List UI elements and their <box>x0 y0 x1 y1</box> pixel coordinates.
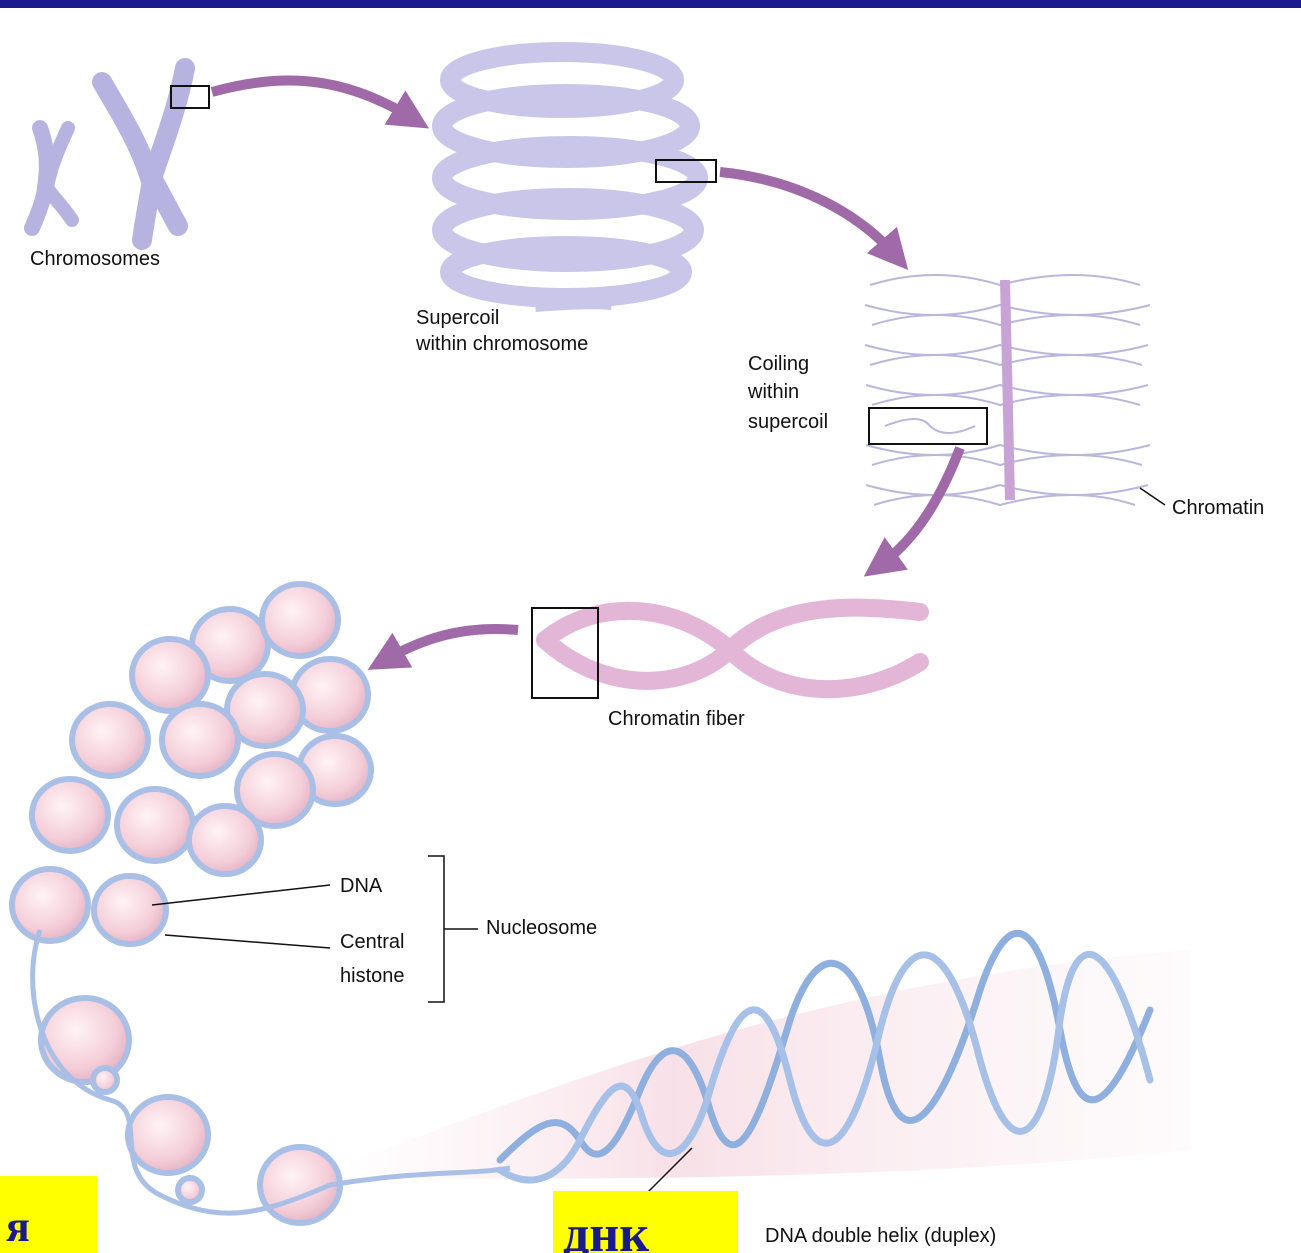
central-histone-label-line2: histone <box>340 964 405 988</box>
chromatin-label: Chromatin <box>1172 496 1264 520</box>
chromatin-fiber-illustration <box>545 608 920 690</box>
dna-label: DNA <box>340 874 382 898</box>
coiling-label-line1: Coiling <box>748 352 809 376</box>
arrow-chromosome-to-supercoil <box>212 80 412 118</box>
chromosomes-illustration <box>32 68 185 240</box>
nucleosome-callouts <box>152 856 478 1002</box>
coiling-illustration <box>865 275 1150 505</box>
arrow-supercoil-to-coiling <box>720 172 895 255</box>
central-histone-label-line1: Central <box>340 930 404 954</box>
right-sticker-text: днк <box>563 1207 649 1253</box>
left-sticker: я <box>0 1176 97 1253</box>
left-sticker-text: я <box>6 1202 30 1252</box>
nucleosome-label: Nucleosome <box>486 916 597 940</box>
helix-background <box>330 950 1190 1179</box>
coiling-zoom-loop <box>885 419 975 433</box>
arrow-coiling-to-fiber <box>880 448 960 565</box>
coiling-label-line2: within <box>748 380 799 404</box>
supercoil-label-line2: within chromosome <box>416 332 588 356</box>
supercoil-illustration <box>442 52 698 302</box>
right-sticker: днк <box>553 1191 738 1253</box>
arrow-fiber-to-nucleosomes <box>385 629 518 660</box>
chromosomes-label: Chromosomes <box>30 247 160 271</box>
coiling-label-line3: supercoil <box>748 410 828 434</box>
chromatin-leader-line <box>1140 488 1165 505</box>
nucleosome-cluster <box>12 584 371 1223</box>
dna-double-helix-label: DNA double helix (duplex) <box>765 1224 996 1248</box>
supercoil-label-line1: Supercoil <box>416 306 499 330</box>
chromatin-fiber-label: Chromatin fiber <box>608 707 745 731</box>
